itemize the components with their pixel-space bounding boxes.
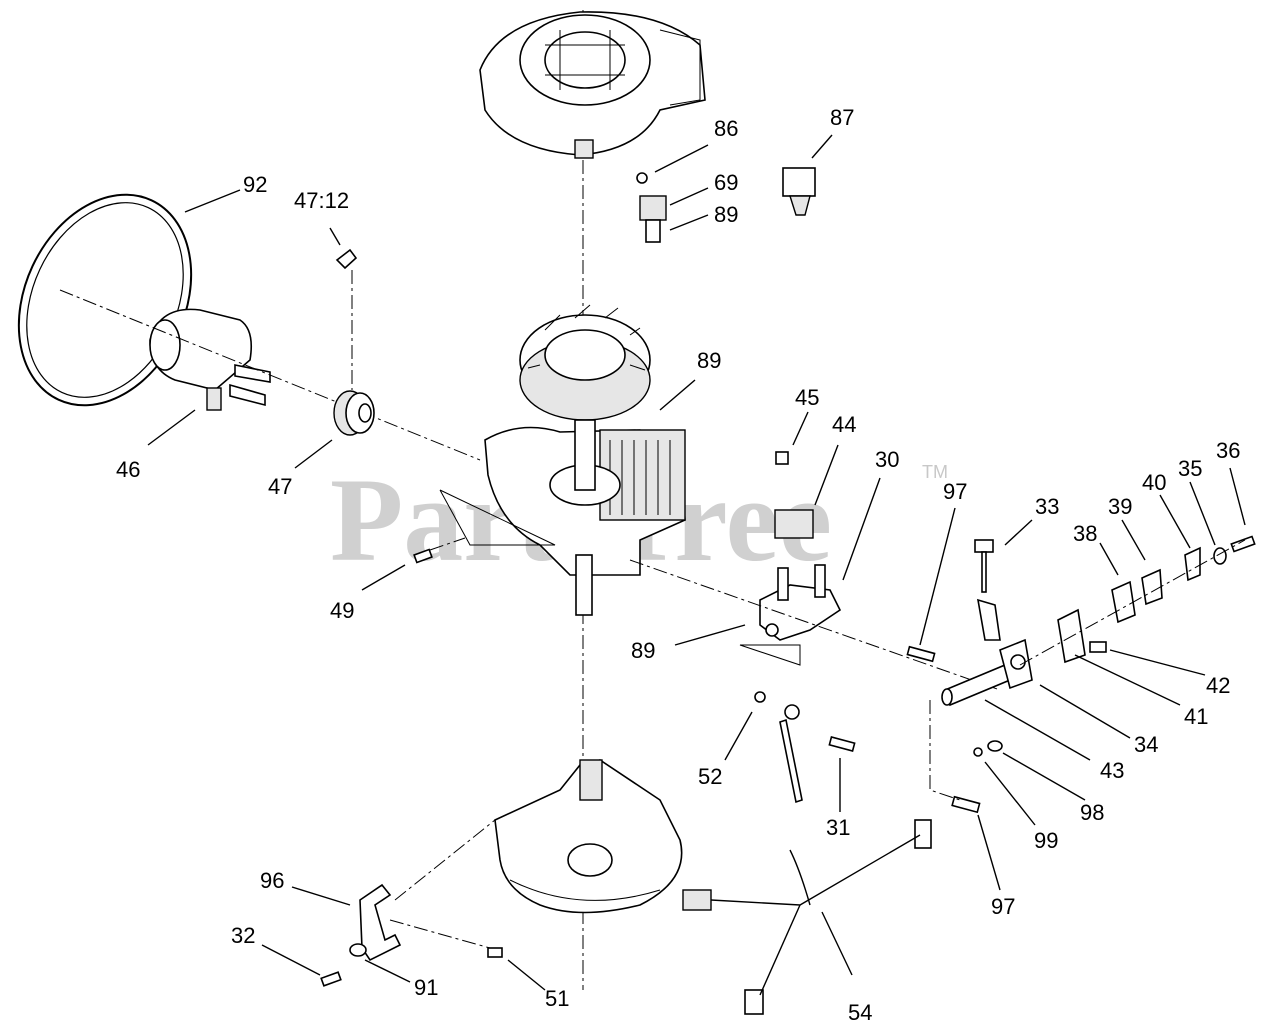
callout-52: 52 — [698, 764, 722, 789]
callout-51: 51 — [545, 986, 569, 1011]
callout-91: 91 — [414, 975, 438, 1000]
flywheel — [519, 304, 651, 421]
part-46 — [149, 308, 271, 411]
callout-35: 35 — [1178, 456, 1202, 481]
part-39 — [1141, 568, 1163, 606]
callout-47-12: 47:12 — [294, 188, 349, 213]
callout-97-bottom: 97 — [991, 894, 1015, 919]
part-97a — [906, 645, 936, 663]
part-33 — [974, 539, 1001, 641]
callout-43: 43 — [1100, 758, 1124, 783]
part-30 — [759, 564, 842, 641]
callout-87: 87 — [830, 105, 854, 130]
callout-42: 42 — [1206, 673, 1230, 698]
leader-lines — [147, 134, 1246, 991]
link-arm — [779, 704, 803, 804]
callout-44: 44 — [832, 412, 856, 437]
part-51 — [487, 947, 503, 958]
callout-89-mid: 89 — [697, 348, 721, 373]
axis-46 — [59, 289, 481, 461]
part-47 — [333, 390, 375, 436]
part-92-belt — [17, 193, 193, 407]
crankshaft — [575, 554, 593, 616]
part-54-harness — [682, 819, 932, 1015]
part-38 — [1111, 580, 1136, 624]
callout-49: 49 — [330, 598, 354, 623]
watermark-tm: TM — [922, 462, 948, 482]
callout-69: 69 — [714, 170, 738, 195]
part-86 — [636, 172, 648, 184]
callout-89-top: 89 — [714, 202, 738, 227]
part-40 — [1184, 546, 1201, 582]
callout-40: 40 — [1142, 470, 1166, 495]
part-47-12 — [335, 248, 358, 270]
callout-92: 92 — [243, 172, 267, 197]
part-49 — [413, 537, 466, 564]
callout-46: 46 — [116, 457, 140, 482]
callout-99: 99 — [1034, 828, 1058, 853]
part-52 — [754, 691, 766, 703]
callout-33: 33 — [1035, 494, 1059, 519]
part-32 — [320, 971, 342, 987]
part-99 — [973, 747, 983, 757]
part-43 — [941, 663, 1011, 707]
callout-47: 47 — [268, 474, 292, 499]
callout-54: 54 — [848, 1000, 872, 1025]
callout-34: 34 — [1134, 732, 1158, 757]
part-44 — [774, 509, 814, 539]
callout-97-top: 97 — [943, 479, 967, 504]
part-31 — [828, 736, 856, 752]
part-36 — [1230, 535, 1256, 553]
callout-96: 96 — [260, 868, 284, 893]
part-87 — [782, 167, 816, 216]
callout-98: 98 — [1080, 800, 1104, 825]
callout-numbers: 92 47:12 86 87 69 89 89 46 47 45 44 30 9… — [116, 105, 1240, 1025]
callout-45: 45 — [795, 385, 819, 410]
part-42 — [1089, 641, 1107, 653]
blower-housing — [479, 11, 706, 159]
part-98 — [987, 740, 1003, 752]
callout-41: 41 — [1184, 704, 1208, 729]
callout-39: 39 — [1108, 494, 1132, 519]
callout-86: 86 — [714, 116, 738, 141]
part-34 — [999, 638, 1033, 690]
callout-36: 36 — [1216, 438, 1240, 463]
callout-38: 38 — [1073, 521, 1097, 546]
engine-block — [484, 419, 686, 576]
part-45 — [775, 451, 789, 465]
part-96 — [359, 883, 402, 962]
part-35 — [1213, 547, 1227, 565]
engine-base — [494, 759, 683, 914]
callout-32: 32 — [231, 923, 255, 948]
part-97b — [951, 795, 981, 814]
part-91 — [349, 943, 367, 957]
callout-31: 31 — [826, 815, 850, 840]
part-69 — [639, 195, 667, 243]
callout-89-bottom: 89 — [631, 638, 655, 663]
callout-30: 30 — [875, 447, 899, 472]
